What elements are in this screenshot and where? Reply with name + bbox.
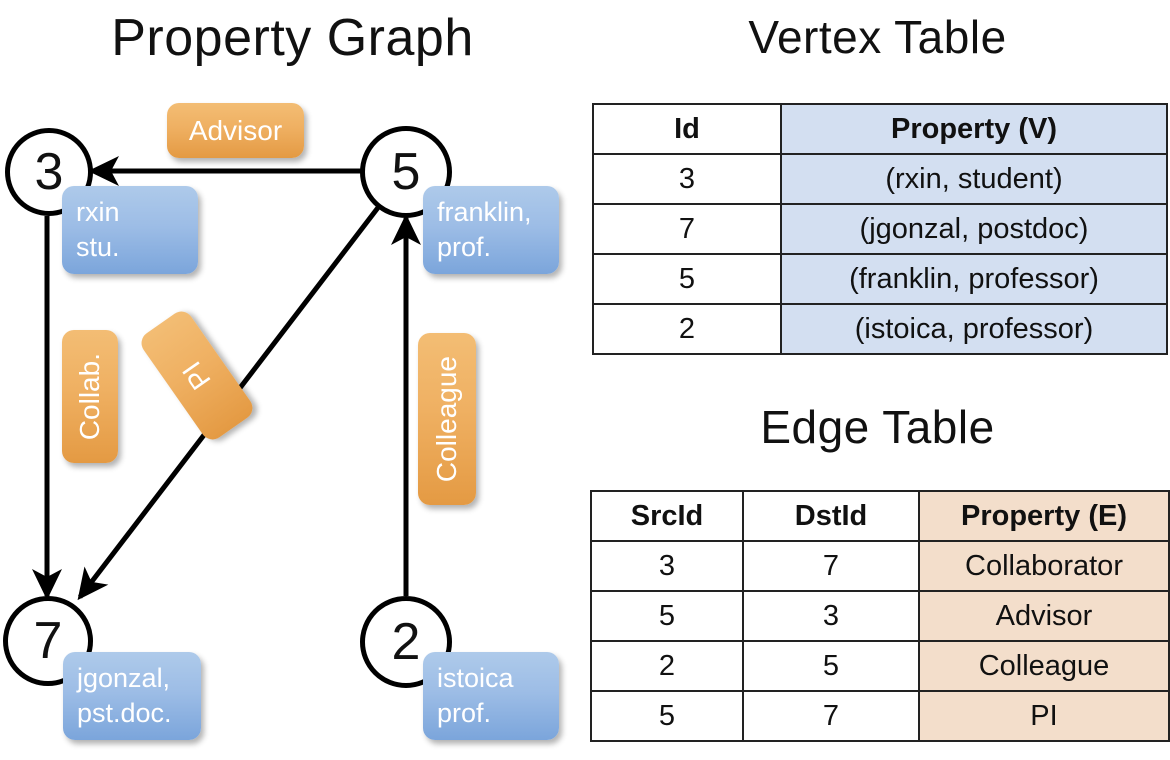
edge-row-2-property: Colleague (918, 640, 1170, 692)
edge-row-3-property: PI (918, 690, 1170, 742)
edge-table-header-srcid: SrcId (590, 490, 744, 542)
edge-row-1-property: Advisor (918, 590, 1170, 642)
graph-node-5-property-line1: franklin, (437, 197, 532, 228)
graph-node-3-id: 3 (34, 143, 64, 201)
graph-node-5-property-box[interactable]: franklin, prof. (423, 186, 559, 274)
graph-node-3-property-line1: rxin (76, 197, 120, 228)
graph-node-7-property-line1: jgonzal, (77, 663, 171, 694)
vertex-row-2-id: 5 (592, 253, 782, 305)
table-row[interactable]: 3 7 Collaborator (590, 540, 1170, 592)
graph-node-2-property-box[interactable]: istoica prof. (423, 652, 559, 740)
graph-edge-label-advisor-text: Advisor (188, 114, 283, 146)
edge-table: SrcId DstId Property (E) 3 7 Collaborato… (590, 490, 1170, 742)
graph-node-2-property-line1: istoica (437, 663, 514, 694)
graph-node-5-property-line2: prof. (437, 232, 492, 262)
page-title-edge-table: Edge Table (760, 401, 995, 453)
table-row[interactable]: 2 (istoica, professor) (592, 303, 1168, 355)
graph-node-2-id: 2 (391, 613, 421, 671)
graph-node-3-property-line2: stu. (76, 232, 120, 262)
vertex-row-3-id: 2 (592, 303, 782, 355)
graph-node-7-property-box[interactable]: jgonzal, pst.doc. (63, 652, 201, 740)
property-graph-diagram: 3 rxin stu. 5 franklin, prof. 7 jgonzal,… (3, 103, 559, 740)
edge-row-3-dst: 7 (742, 690, 920, 742)
graph-node-2[interactable]: 2 (360, 596, 452, 688)
edge-table-header-property: Property (E) (918, 490, 1170, 542)
graph-edge-label-colleague[interactable]: Colleague (418, 333, 476, 505)
table-row[interactable]: 2 5 Colleague (590, 640, 1170, 692)
graph-edge-label-collab[interactable]: Collab. (62, 330, 118, 463)
vertex-row-0-property: (rxin, student) (780, 153, 1168, 205)
graph-edge-label-colleague-text: Colleague (431, 355, 462, 483)
edge-row-0-src: 3 (590, 540, 744, 592)
table-row[interactable]: 7 (jgonzal, postdoc) (592, 203, 1168, 255)
vertex-row-2-property: (franklin, professor) (780, 253, 1168, 305)
vertex-table-header-property: Property (V) (780, 103, 1168, 155)
graph-node-7-id: 7 (33, 612, 63, 670)
page-title-property-graph: Property Graph (111, 9, 474, 67)
graph-edge-label-collab-text: Collab. (74, 352, 105, 441)
edge-table-header-dstid: DstId (742, 490, 920, 542)
vertex-row-1-id: 7 (592, 203, 782, 255)
vertex-table-header-id: Id (592, 103, 782, 155)
table-row[interactable]: 5 3 Advisor (590, 590, 1170, 642)
vertex-table-header-row: Id Property (V) (592, 103, 1168, 155)
edge-row-0-dst: 7 (742, 540, 920, 592)
edge-row-3-src: 5 (590, 690, 744, 742)
edge-row-1-dst: 3 (742, 590, 920, 642)
vertex-table: Id Property (V) 3 (rxin, student) 7 (jgo… (592, 103, 1168, 355)
edge-table-header-row: SrcId DstId Property (E) (590, 490, 1170, 542)
graph-node-5-id: 5 (391, 143, 421, 201)
table-row[interactable]: 5 (franklin, professor) (592, 253, 1168, 305)
graph-edge-label-pi-text: PI (176, 356, 217, 396)
edge-row-2-dst: 5 (742, 640, 920, 692)
graph-node-2-property-line2: prof. (437, 698, 492, 728)
vertex-row-0-id: 3 (592, 153, 782, 205)
graph-node-3-property-box[interactable]: rxin stu. (62, 186, 198, 274)
vertex-row-1-property: (jgonzal, postdoc) (780, 203, 1168, 255)
graph-edge-label-advisor[interactable]: Advisor (167, 103, 304, 158)
table-row[interactable]: 3 (rxin, student) (592, 153, 1168, 205)
edge-row-2-src: 2 (590, 640, 744, 692)
edge-row-1-src: 5 (590, 590, 744, 642)
page-title-vertex-table: Vertex Table (748, 11, 1007, 63)
table-row[interactable]: 5 7 PI (590, 690, 1170, 742)
graph-node-7-property-line2: pst.doc. (77, 698, 172, 728)
edge-row-0-property: Collaborator (918, 540, 1170, 592)
vertex-row-3-property: (istoica, professor) (780, 303, 1168, 355)
